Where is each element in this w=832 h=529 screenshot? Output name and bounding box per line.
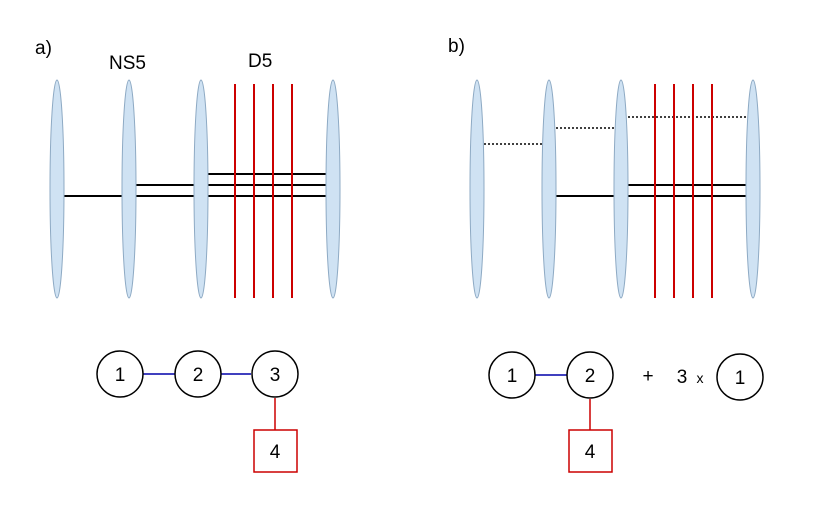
panel-b-label: b)	[448, 36, 465, 57]
gauge-node	[488, 351, 536, 399]
gauge-node-label: 3	[270, 365, 281, 386]
panel-a-label: a)	[35, 38, 52, 59]
panel-b: b) 1 2 4 + 3 x 1	[448, 36, 764, 473]
gauge-node	[566, 351, 614, 399]
flavor-node	[568, 429, 613, 473]
ns5-brane	[745, 79, 761, 299]
gauge-node	[96, 350, 144, 398]
gauge-node-label: 2	[193, 365, 204, 386]
ns5-brane	[613, 79, 629, 299]
ns5-brane	[49, 79, 65, 299]
panel-a: a) NS5 D5 1 2 3 4	[35, 38, 341, 473]
gauge-node	[716, 353, 764, 401]
flavor-node-label: 4	[585, 442, 596, 463]
gauge-node	[251, 350, 299, 398]
extra-node-label: 1	[735, 368, 746, 389]
ns5-label: NS5	[109, 53, 146, 74]
multiplier: 3	[677, 367, 688, 388]
plus-sign: +	[642, 366, 653, 387]
gauge-node-label: 1	[507, 366, 518, 387]
times-sign: x	[697, 370, 704, 386]
ns5-brane	[325, 79, 341, 299]
ns5-brane	[121, 79, 137, 299]
gauge-node-label: 2	[585, 366, 596, 387]
gauge-node	[174, 350, 222, 398]
flavor-node-label: 4	[270, 442, 281, 463]
ns5-brane	[193, 79, 209, 299]
ns5-brane	[469, 79, 485, 299]
flavor-node	[253, 429, 298, 473]
d5-label: D5	[248, 51, 272, 72]
gauge-node-label: 1	[115, 365, 126, 386]
ns5-brane	[541, 79, 557, 299]
